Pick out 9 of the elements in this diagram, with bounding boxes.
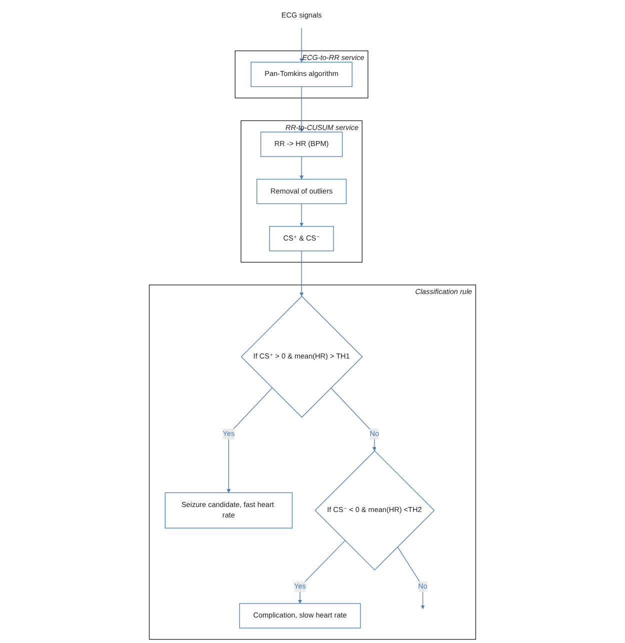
arrow <box>300 156 304 180</box>
arrow <box>226 388 273 493</box>
arrow <box>300 86 304 132</box>
arrow <box>300 203 304 227</box>
arrow <box>300 250 304 296</box>
arrow <box>298 540 346 604</box>
arrow <box>397 546 425 610</box>
arrow <box>330 388 376 452</box>
arrow <box>300 28 304 62</box>
